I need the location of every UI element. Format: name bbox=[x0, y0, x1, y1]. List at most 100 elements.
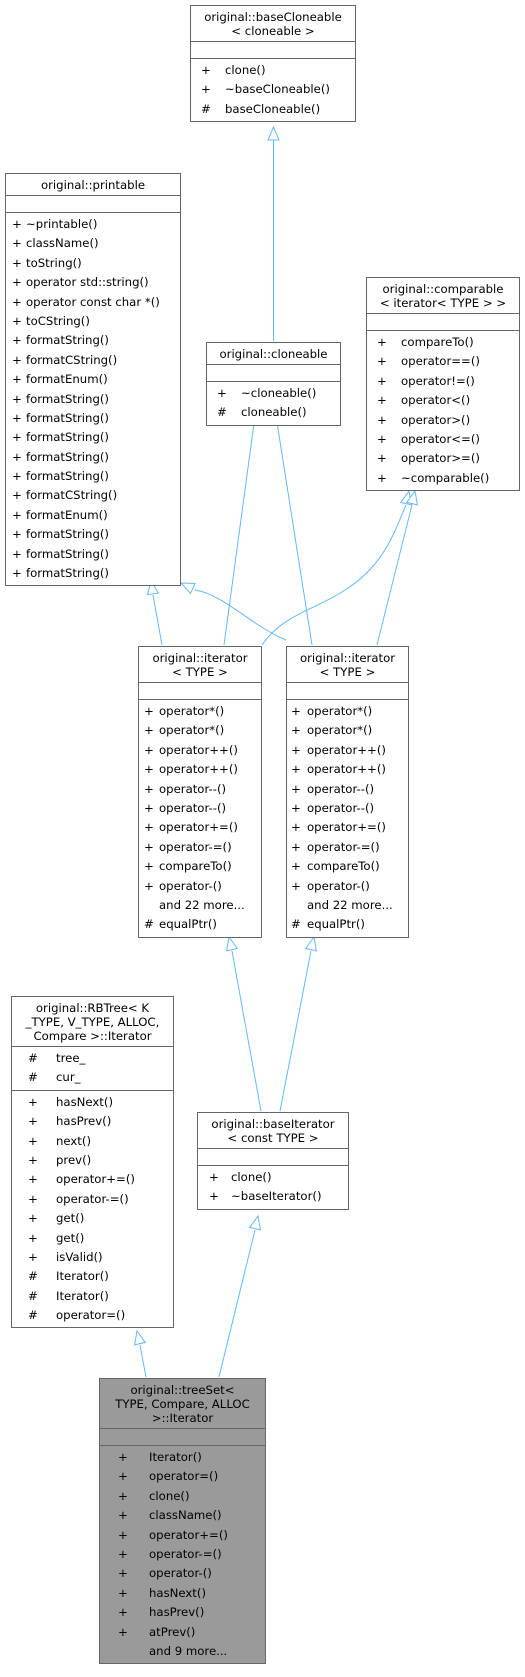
operation-row[interactable]: +operator+=() bbox=[139, 818, 261, 837]
operation-row[interactable]: +hasPrev() bbox=[12, 1112, 173, 1131]
class-baseCloneable[interactable]: original::baseCloneable< cloneable >+clo… bbox=[190, 5, 356, 123]
operation-row[interactable]: +isValid() bbox=[12, 1248, 173, 1267]
operation-row[interactable]: #baseCloneable() bbox=[191, 100, 355, 119]
operation-row[interactable]: +clone() bbox=[198, 1168, 348, 1187]
operation-row[interactable]: +operator++() bbox=[139, 760, 261, 779]
operation-row[interactable]: +operator std::string() bbox=[6, 273, 180, 292]
operation-row[interactable]: +operator-=() bbox=[12, 1190, 173, 1209]
operation-row[interactable]: +operator<=() bbox=[367, 430, 519, 449]
operation-row[interactable]: +operator+=() bbox=[12, 1170, 173, 1189]
operation-row[interactable]: +prev() bbox=[12, 1151, 173, 1170]
operation-row[interactable]: +next() bbox=[12, 1132, 173, 1151]
operation-row[interactable]: +operator++() bbox=[287, 741, 408, 760]
operation-row[interactable]: +Iterator() bbox=[100, 1448, 265, 1467]
operation-row[interactable]: +compareTo() bbox=[287, 857, 408, 876]
operation-row[interactable]: and 22 more... bbox=[287, 896, 408, 915]
operation-row[interactable]: +operator-=() bbox=[287, 838, 408, 857]
operation-row[interactable]: +operator=() bbox=[100, 1467, 265, 1486]
operation-row[interactable]: +operator++() bbox=[139, 741, 261, 760]
operation-row[interactable]: +formatString() bbox=[6, 448, 180, 467]
operation-row[interactable]: +operator*() bbox=[287, 702, 408, 721]
operation-row[interactable]: +formatString() bbox=[6, 331, 180, 350]
operation-row[interactable]: +clone() bbox=[100, 1487, 265, 1506]
operation-row[interactable]: +operator-() bbox=[139, 877, 261, 896]
operation-row[interactable]: #equalPtr() bbox=[287, 915, 408, 934]
operation-row[interactable]: +compareTo() bbox=[367, 333, 519, 352]
operation-row[interactable]: +formatString() bbox=[6, 525, 180, 544]
operation-name: operator++() bbox=[159, 762, 238, 777]
operation-row[interactable]: +~baseCloneable() bbox=[191, 80, 355, 99]
operation-row[interactable]: +operator!=() bbox=[367, 372, 519, 391]
operation-row[interactable]: +clone() bbox=[191, 61, 355, 80]
operation-name: ~cloneable() bbox=[241, 386, 317, 400]
operation-row[interactable]: +operator*() bbox=[287, 721, 408, 740]
operation-row[interactable]: +get() bbox=[12, 1229, 173, 1248]
operation-row[interactable]: +compareTo() bbox=[139, 857, 261, 876]
operation-row[interactable]: +formatString() bbox=[6, 390, 180, 409]
operation-row[interactable]: +operator--() bbox=[287, 799, 408, 818]
class-iterator-right[interactable]: original::iterator< TYPE >+operator*()+o… bbox=[286, 646, 409, 938]
operation-row[interactable]: +hasPrev() bbox=[100, 1603, 265, 1622]
operation-row[interactable]: +operator--() bbox=[287, 780, 408, 799]
operation-row[interactable]: +~baseIterator() bbox=[198, 1187, 348, 1206]
class-title-line: < iterator< TYPE > > bbox=[379, 296, 507, 310]
operation-row[interactable]: +atPrev() bbox=[100, 1623, 265, 1642]
operation-row[interactable]: +~cloneable() bbox=[207, 384, 340, 403]
operation-row[interactable]: +formatString() bbox=[6, 467, 180, 486]
operation-row[interactable]: +operator*() bbox=[139, 702, 261, 721]
edge-iteratorB-to-printable bbox=[179, 582, 287, 641]
operation-row[interactable]: #operator=() bbox=[12, 1306, 173, 1325]
operation-row[interactable]: +operator*() bbox=[139, 721, 261, 740]
operation-row[interactable]: +operator-() bbox=[287, 877, 408, 896]
operation-row[interactable]: +formatString() bbox=[6, 428, 180, 447]
operation-row[interactable]: +hasNext() bbox=[100, 1584, 265, 1603]
operation-row[interactable]: +hasNext() bbox=[12, 1093, 173, 1112]
operation-row[interactable]: +toString() bbox=[6, 254, 180, 273]
operation-row[interactable]: +formatCString() bbox=[6, 351, 180, 370]
operation-row[interactable]: +className() bbox=[6, 234, 180, 253]
operation-row[interactable]: +formatString() bbox=[6, 564, 180, 583]
operation-row[interactable]: +operator>() bbox=[367, 411, 519, 430]
operation-row[interactable]: +operator-=() bbox=[100, 1545, 265, 1564]
operation-row[interactable]: +~printable() bbox=[6, 215, 180, 234]
operation-row[interactable]: +operator==() bbox=[367, 352, 519, 371]
operation-row[interactable]: +formatEnum() bbox=[6, 506, 180, 525]
visibility-marker: # bbox=[144, 917, 154, 932]
operation-row[interactable]: #cloneable() bbox=[207, 403, 340, 422]
operation-row[interactable]: +~comparable() bbox=[367, 469, 519, 488]
operation-row[interactable]: +operator>=() bbox=[367, 449, 519, 468]
class-rbtree-iterator[interactable]: original::RBTree< K_TYPE, V_TYPE, ALLOC,… bbox=[11, 996, 174, 1329]
inheritance-arrowhead bbox=[248, 1214, 262, 1231]
operation-row[interactable]: +operator-=() bbox=[139, 838, 261, 857]
operation-name: cloneable() bbox=[241, 405, 307, 420]
operation-row[interactable]: +operator--() bbox=[139, 799, 261, 818]
operation-row[interactable]: +operator++() bbox=[287, 760, 408, 779]
operation-row[interactable]: +className() bbox=[100, 1506, 265, 1525]
operation-row[interactable]: +toCString() bbox=[6, 312, 180, 331]
operation-row[interactable]: +formatCString() bbox=[6, 486, 180, 505]
operation-row[interactable]: +get() bbox=[12, 1209, 173, 1228]
operation-row[interactable]: and 22 more... bbox=[139, 896, 261, 915]
operation-row[interactable]: #Iterator() bbox=[12, 1267, 173, 1286]
attribute-row[interactable]: #cur_ bbox=[12, 1068, 173, 1087]
class-cloneable[interactable]: original::cloneable+~cloneable()#cloneab… bbox=[206, 342, 341, 426]
operation-row[interactable]: +operator--() bbox=[139, 780, 261, 799]
operation-row[interactable]: +formatString() bbox=[6, 545, 180, 564]
operation-row[interactable]: and 9 more... bbox=[100, 1642, 265, 1661]
class-comparable[interactable]: original::comparable< iterator< TYPE > >… bbox=[366, 277, 520, 492]
operation-row[interactable]: +operator+=() bbox=[287, 818, 408, 837]
operation-row[interactable]: #Iterator() bbox=[12, 1287, 173, 1306]
class-baseIterator[interactable]: original::baseIterator< const TYPE >+clo… bbox=[197, 1112, 349, 1210]
operation-row[interactable]: +operator+=() bbox=[100, 1526, 265, 1545]
class-printable[interactable]: original::printable+~printable()+classNa… bbox=[5, 173, 181, 587]
operation-row[interactable]: +operator<() bbox=[367, 391, 519, 410]
attribute-row[interactable]: #tree_ bbox=[12, 1049, 173, 1068]
operation-row[interactable]: +operator const char *() bbox=[6, 293, 180, 312]
operation-row[interactable]: +operator-() bbox=[100, 1564, 265, 1583]
class-treeSet-iterator[interactable]: original::treeSet<TYPE, Compare, ALLOC>:… bbox=[99, 1378, 266, 1665]
operation-row[interactable]: +formatEnum() bbox=[6, 370, 180, 389]
operation-row[interactable]: #equalPtr() bbox=[139, 915, 261, 934]
operation-row[interactable]: +formatString() bbox=[6, 409, 180, 428]
class-iterator-left[interactable]: original::iterator< TYPE >+operator*()+o… bbox=[138, 646, 262, 938]
operation-name: compareTo() bbox=[401, 335, 474, 349]
